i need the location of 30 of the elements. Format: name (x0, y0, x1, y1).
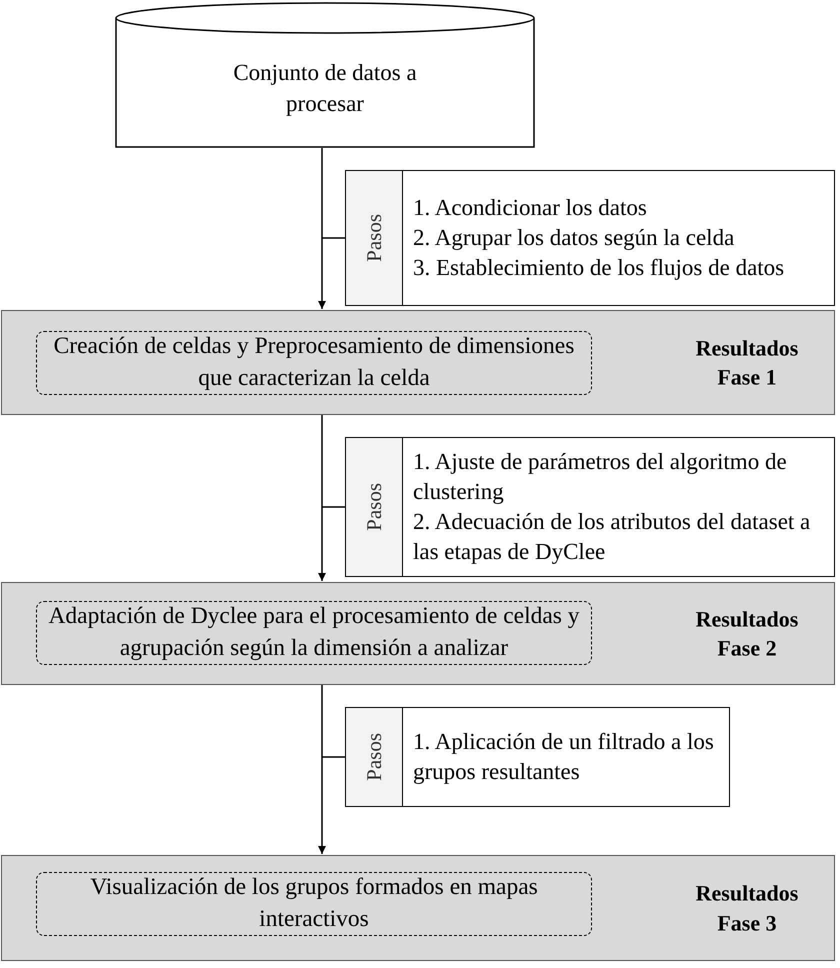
steps-panel (345, 707, 730, 807)
phase-box (1, 855, 835, 961)
step-text: 1. Aplicación de un filtrado a los grupos resultantes (413, 728, 715, 786)
phase-box (1, 310, 835, 415)
step-text: 2. Agrupar los datos según la celda (413, 224, 736, 252)
process-text: Visualización de los grupos formados en mapas interactivos (89, 873, 539, 934)
connector-line (322, 237, 345, 239)
database-label: Conjunto de datos a procesar (232, 58, 418, 118)
arrow (318, 148, 326, 309)
steps-panel (345, 437, 835, 577)
connector-line (322, 756, 345, 758)
step-text: 2. Adecuación de los atributos del dataset a las etapas de DyClee (413, 508, 812, 566)
phase-result-label: Resultados Fase 1 (694, 334, 800, 392)
step-text: 1. Ajuste de parámetros del algoritmo de clustering (413, 448, 788, 506)
steps-tab-label: Pasos (362, 483, 386, 531)
process-text: Creación de celdas y Preprocesamiento de dimensiones que caracterizan la celda (52, 332, 576, 393)
dashed-process-box (36, 872, 592, 936)
steps-tab-label: Pasos (362, 733, 386, 781)
step-text: 3. Establecimiento de los flujos de datos (413, 254, 784, 282)
phase-box (1, 582, 835, 685)
process-text: Adaptación de Dyclee para el procesamiento de celdas y agrupación según la dimensión a analizar (47, 602, 581, 663)
phase-result-label: Resultados Fase 3 (694, 879, 800, 937)
database-cylinder (115, 2, 535, 148)
arrow (318, 685, 326, 854)
steps-tab-label: Pasos (362, 214, 386, 262)
phase-result-label: Resultados Fase 2 (694, 604, 800, 662)
step-text: 1. Acondicionar los datos (413, 194, 648, 222)
steps-panel (345, 170, 835, 306)
arrow (318, 415, 326, 581)
connector-line (322, 506, 345, 508)
